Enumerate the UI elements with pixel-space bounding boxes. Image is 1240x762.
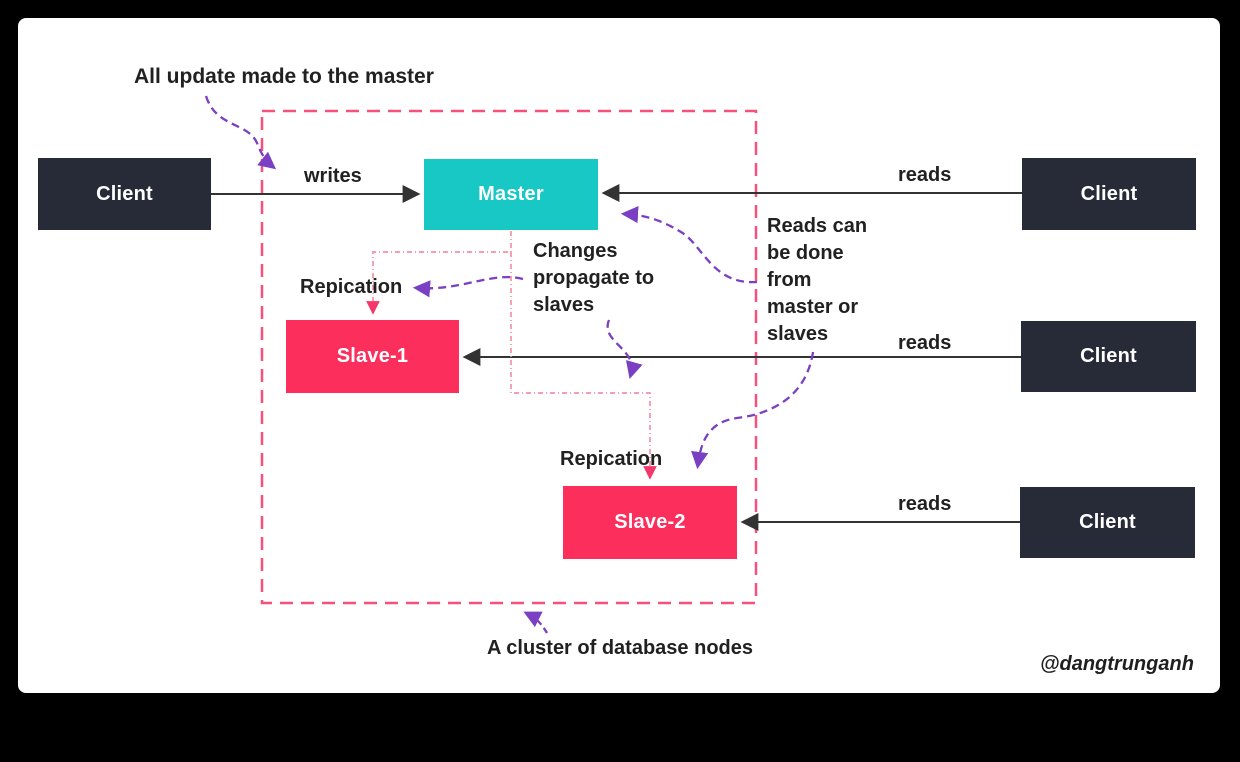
replication-label-2: Repication <box>560 448 663 470</box>
client-node-right-1: Client <box>1022 158 1196 230</box>
replication-label-1: Repication <box>300 276 403 298</box>
author-credit: @dangtrunganh <box>1040 653 1194 675</box>
cluster-note: A cluster of database nodes <box>487 637 753 659</box>
client-label: Client <box>96 182 153 205</box>
slave1-label: Slave-1 <box>336 345 409 367</box>
diagram-canvas <box>18 18 1220 693</box>
master-label: Master <box>478 183 544 205</box>
client-node-right-3: Client <box>1020 487 1195 558</box>
client-node-left: Client <box>38 158 211 230</box>
client-label: Client <box>1079 511 1136 533</box>
client-label: Client <box>1080 182 1138 205</box>
cluster-note-arrow <box>523 611 548 634</box>
top-note-arrow <box>204 95 277 170</box>
changes-note: Changes propagate to slaves <box>533 240 655 316</box>
slave2-node: Slave-2 <box>563 486 737 559</box>
client-node-right-2: Client <box>1021 321 1196 392</box>
client-label: Client <box>1080 345 1137 367</box>
writes-label: writes <box>304 165 362 187</box>
reads-label-1: reads <box>898 164 952 186</box>
replication-path-slave1 <box>366 231 512 315</box>
reads-label-2: reads <box>898 332 952 354</box>
master-node: Master <box>424 159 598 230</box>
reads-label-3: reads <box>898 493 952 515</box>
changes-note-arrow-left <box>412 275 524 298</box>
reads-note-arrow-master <box>620 205 758 284</box>
top-note: All update made to the master <box>134 65 434 88</box>
changes-note-arrow-down <box>606 319 643 379</box>
reads-note: Reads can be done from master or slaves <box>767 215 868 345</box>
slave1-node: Slave-1 <box>286 320 459 393</box>
slave2-label: Slave-2 <box>614 511 686 533</box>
reads-note-arrow-slave2 <box>691 351 815 470</box>
